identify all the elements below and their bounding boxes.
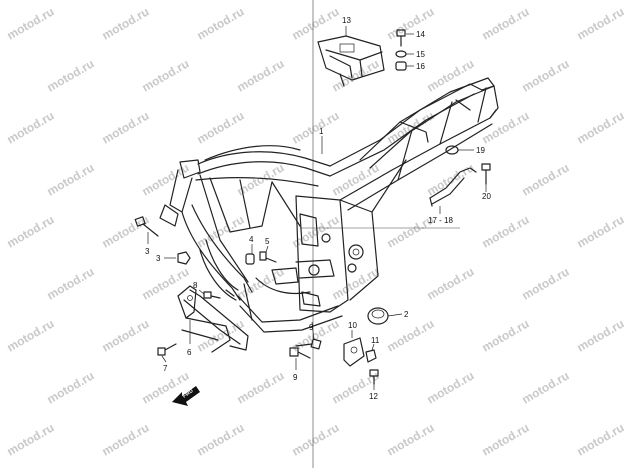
bolt-part-5 bbox=[259, 251, 277, 263]
engine-bracket-part-6 bbox=[177, 285, 231, 353]
nut-part-11 bbox=[365, 349, 377, 363]
watermark-text: motod.ru bbox=[480, 420, 532, 458]
watermark-text: motod.ru bbox=[5, 4, 57, 42]
watermark-text: motod.ru bbox=[290, 4, 342, 42]
watermark-text: motod.ru bbox=[575, 4, 625, 42]
leader-lines bbox=[147, 26, 487, 390]
callout-3: 3 bbox=[145, 247, 150, 256]
callout-11: 11 bbox=[371, 336, 380, 345]
fwd-label: FWD bbox=[182, 388, 195, 400]
cushion-part-16 bbox=[395, 61, 407, 71]
watermark-text: motod.ru bbox=[140, 56, 192, 94]
watermark-text: motod.ru bbox=[100, 108, 152, 146]
watermark-text: motod.ru bbox=[100, 316, 152, 354]
watermark-text: motod.ru bbox=[520, 160, 572, 198]
watermark-text: motod.ru bbox=[5, 108, 57, 146]
callout-12: 12 bbox=[369, 392, 378, 401]
callout-14: 14 bbox=[416, 30, 425, 39]
callout-17-18: 17 - 18 bbox=[428, 216, 453, 225]
watermark-text: motod.ru bbox=[235, 368, 287, 406]
callout-4: 4 bbox=[249, 235, 254, 244]
watermark-text: motod.ru bbox=[195, 108, 247, 146]
watermark-text: motod.ru bbox=[290, 108, 342, 146]
callout-labels: 13 14 15 16 1 19 20 17 - 18 3 3 4 5 8 6 … bbox=[145, 16, 491, 401]
watermark-text: motod.ru bbox=[425, 56, 477, 94]
watermark-text: motod.ru bbox=[385, 108, 437, 146]
watermark-text: motod.ru bbox=[575, 316, 625, 354]
watermark-text: motod.ru bbox=[100, 420, 152, 458]
watermark-text: motod.ru bbox=[575, 212, 625, 250]
callout-3-nut: 3 bbox=[156, 254, 161, 263]
watermark-text: motod.ru bbox=[5, 316, 57, 354]
watermark-text: motod.ru bbox=[575, 108, 625, 146]
bolt-part-8 bbox=[203, 291, 221, 299]
watermark-text: motod.ru bbox=[520, 368, 572, 406]
watermark-text: motod.ru bbox=[290, 420, 342, 458]
watermark-text: motod.ru bbox=[195, 212, 247, 250]
callout-8: 8 bbox=[193, 281, 198, 290]
watermark-text: motod.ru bbox=[480, 316, 532, 354]
watermark-text: motod.ru bbox=[385, 316, 437, 354]
watermark-text: motod.ru bbox=[140, 160, 192, 198]
watermark-text: motod.ru bbox=[195, 420, 247, 458]
watermark-text: motod.ru bbox=[235, 56, 287, 94]
watermark-text: motod.ru bbox=[45, 160, 97, 198]
cap-part-4 bbox=[245, 253, 255, 265]
watermark-text: motod.ru bbox=[330, 160, 382, 198]
watermark-text: motod.ru bbox=[385, 420, 437, 458]
nut-part-3 bbox=[177, 251, 191, 265]
callout-5: 5 bbox=[265, 237, 270, 246]
bolt-part-14 bbox=[396, 29, 406, 47]
bracket-part-17-18 bbox=[429, 167, 477, 207]
watermark-text: motod.ru bbox=[520, 264, 572, 302]
bolt-part-12 bbox=[369, 369, 379, 385]
footrest-bracket-part-10 bbox=[343, 337, 365, 367]
watermark-text: motod.ru bbox=[100, 4, 152, 42]
callout-9-lower: 9 bbox=[293, 373, 298, 382]
main-frame bbox=[159, 77, 499, 351]
callout-15: 15 bbox=[416, 50, 425, 59]
watermark-text: motod.ru bbox=[425, 264, 477, 302]
cushion-part-19 bbox=[445, 145, 459, 155]
watermark-text: motod.ru bbox=[330, 56, 382, 94]
callout-9-upper: 9 bbox=[309, 323, 314, 332]
callout-2: 2 bbox=[404, 310, 409, 319]
watermark-text: motod.ru bbox=[480, 212, 532, 250]
watermark-text: motod.ru bbox=[385, 4, 437, 42]
watermark-text: motod.ru bbox=[45, 264, 97, 302]
callout-7: 7 bbox=[163, 364, 168, 373]
bolt-part-7 bbox=[157, 343, 177, 356]
callout-13: 13 bbox=[342, 16, 351, 25]
bolt-part-3 bbox=[134, 216, 159, 237]
watermark-text: motod.ru bbox=[520, 56, 572, 94]
fwd-arrow-icon: FWD bbox=[172, 386, 200, 406]
callout-16: 16 bbox=[416, 62, 425, 71]
bolt-part-9b bbox=[289, 347, 311, 359]
washer-part-15 bbox=[395, 50, 407, 58]
watermark-text: motod.ru bbox=[140, 264, 192, 302]
bolt-part-20 bbox=[481, 163, 491, 185]
callout-10: 10 bbox=[348, 321, 357, 330]
watermark-text: motod.ru bbox=[5, 420, 57, 458]
watermark-text: motod.ru bbox=[195, 4, 247, 42]
watermark-text: motod.ru bbox=[5, 212, 57, 250]
watermark-text: motod.ru bbox=[480, 4, 532, 42]
watermark-text: motod.ru bbox=[45, 368, 97, 406]
bolt-part-9a bbox=[295, 338, 322, 350]
cap-part-2 bbox=[367, 307, 389, 325]
watermark-text: motod.ru bbox=[290, 316, 342, 354]
watermark-text: motod.ru bbox=[425, 368, 477, 406]
callout-20: 20 bbox=[482, 192, 491, 201]
watermark-text: motod.ru bbox=[575, 420, 625, 458]
callout-1: 1 bbox=[319, 127, 324, 136]
callout-6: 6 bbox=[187, 348, 192, 357]
callout-19: 19 bbox=[476, 146, 485, 155]
watermark-text: motod.ru bbox=[45, 56, 97, 94]
